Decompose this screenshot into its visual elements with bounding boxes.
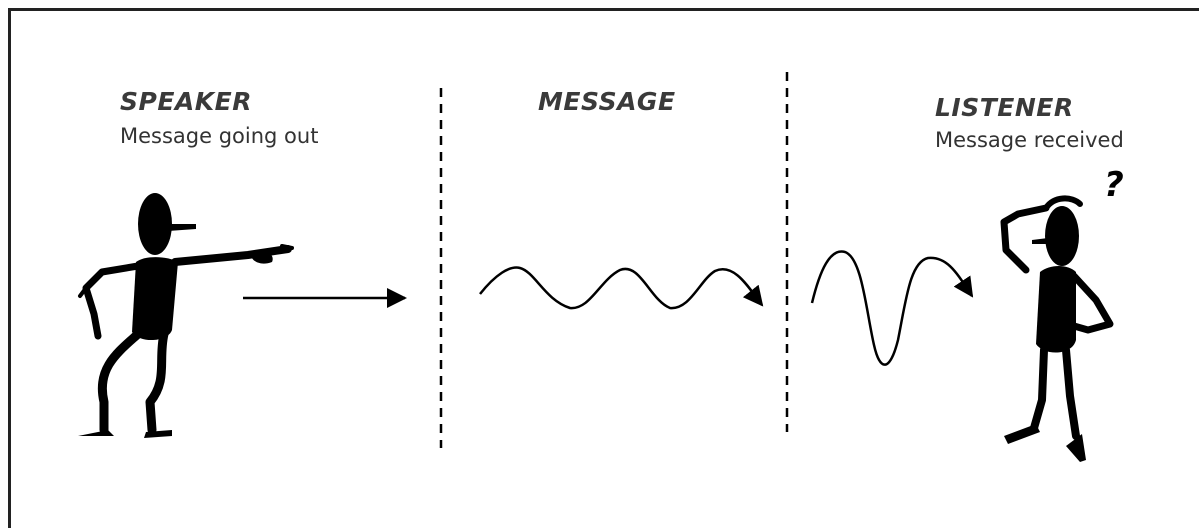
listener-subtitle: Message received [935, 128, 1124, 152]
message-wave-icon [479, 266, 764, 310]
question-mark-icon: ? [1104, 165, 1124, 205]
speaker-figure-icon [78, 193, 294, 438]
listener-figure-icon [1000, 195, 1114, 462]
speaker-heading: SPEAKER [120, 87, 252, 116]
received-wave-icon [810, 250, 974, 366]
speaker-subtitle: Message going out [120, 124, 319, 148]
diagram-frame [8, 8, 1199, 528]
listener-heading: LISTENER [935, 93, 1074, 122]
message-heading: MESSAGE [538, 87, 676, 116]
diagram-art: ? [78, 72, 1124, 462]
